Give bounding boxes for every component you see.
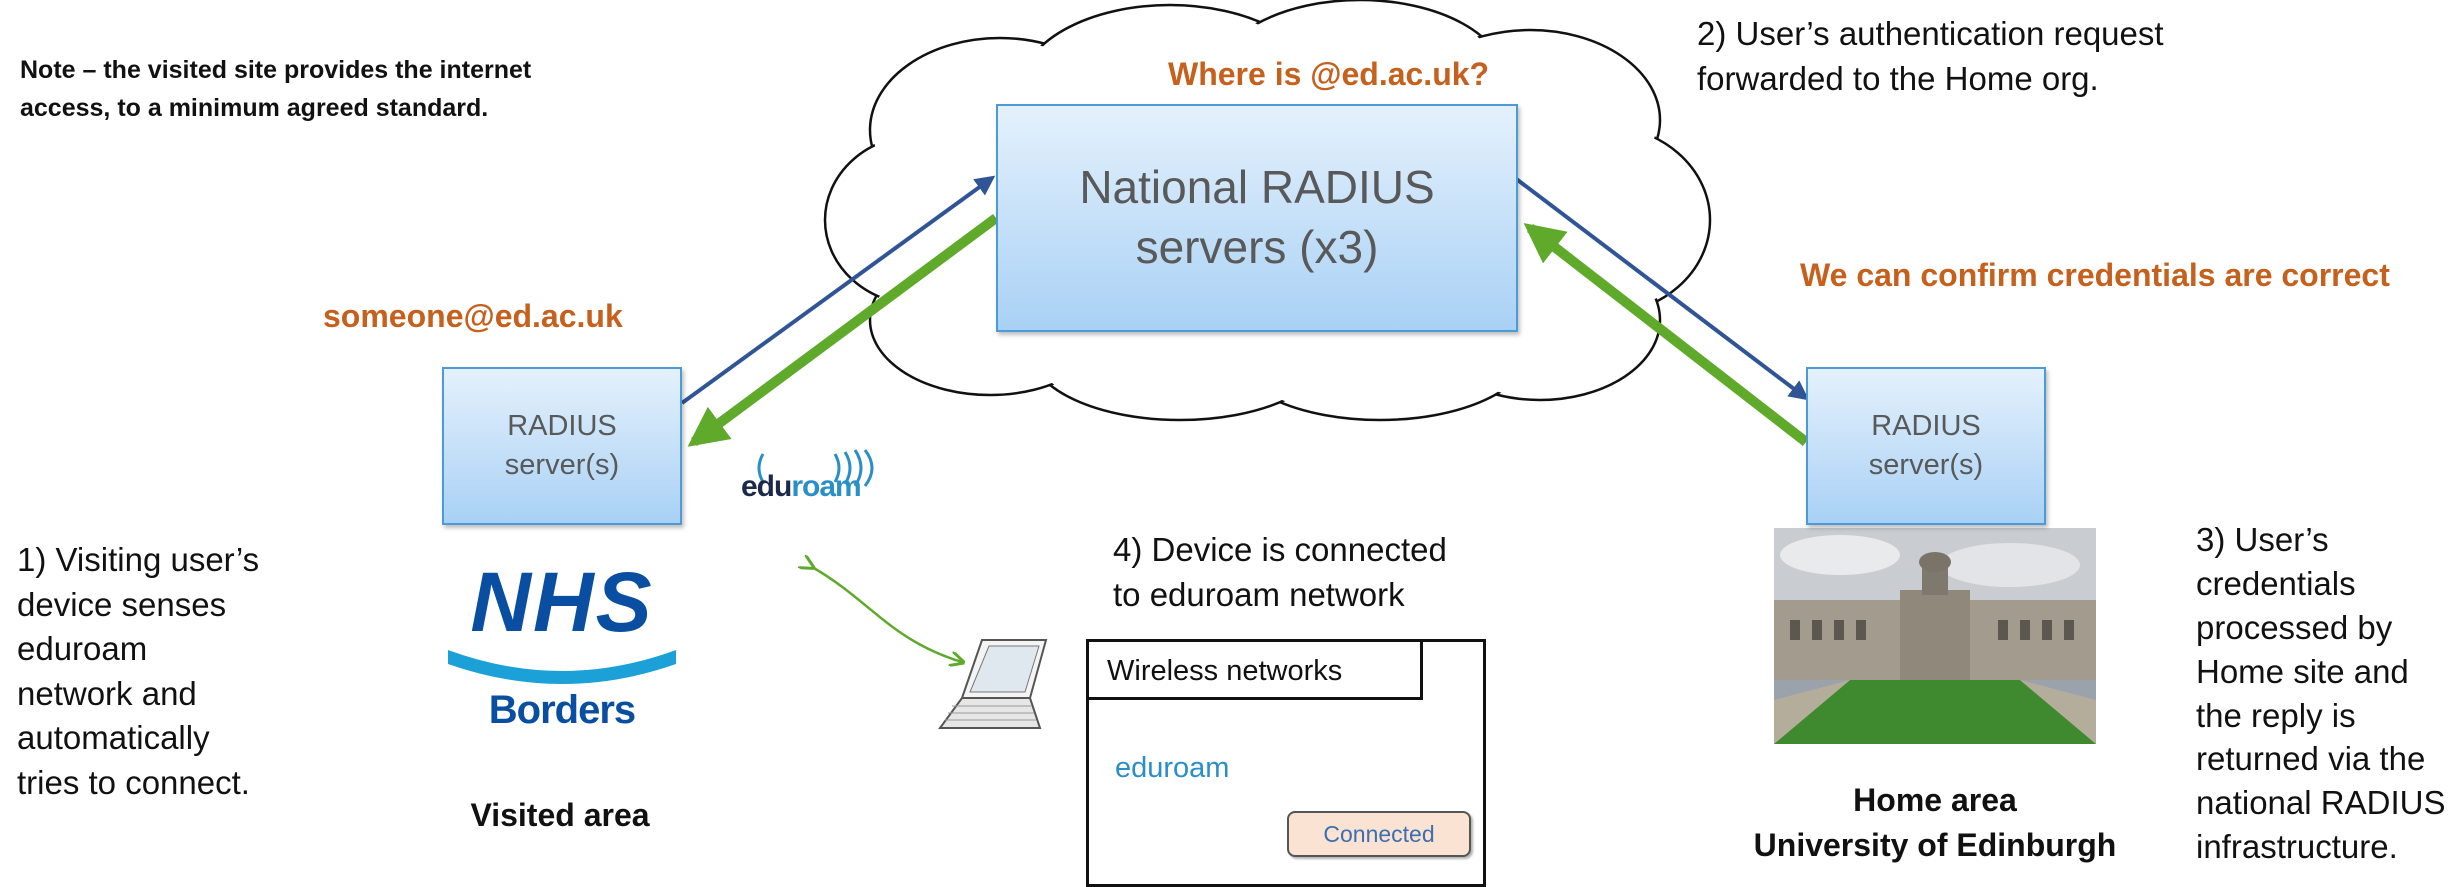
eduroam-logo-roam: roam [791, 470, 861, 503]
reply-arrow-national-to-visited [687, 213, 999, 447]
home-area-label-line-2: University of Edinburgh [1753, 826, 2117, 863]
step-3-line-3: processed by [2196, 608, 2393, 646]
visited-radius-line-1: RADIUS [507, 409, 617, 442]
credentials-confirmation: We can confirm credentials are correct [1800, 257, 2390, 293]
step-4-line-2: to eduroam network [1113, 575, 1405, 613]
step-1-line-4: network and [17, 674, 197, 712]
university-quad-photo [1774, 528, 2096, 744]
user-identity: someone@ed.ac.uk [323, 298, 623, 334]
wireless-link-arrow [812, 567, 962, 662]
step-3-line-6: returned via the [2196, 740, 2426, 778]
national-radius-line-2: servers (x3) [1135, 221, 1379, 273]
step-3-line-5: the reply is [2196, 696, 2356, 734]
step-2-line-1: 2) User’s authentication request [1697, 15, 2164, 52]
reply-arrow-home-to-national [1523, 223, 1810, 446]
step-3-line-4: Home site and [2196, 652, 2409, 690]
step-2-line-2: forwarded to the Home org. [1697, 59, 2099, 97]
request-arrow-national-to-home [1513, 176, 1810, 401]
step-1-line-6: tries to connect. [17, 763, 250, 801]
step-1-line-3: eduroam [17, 630, 148, 668]
access-note-line-1: Note – the visited site provides the int… [20, 56, 532, 84]
step-3-description: 3) User’s credentials processed by Home … [2196, 518, 2446, 869]
nhs-logo-subtext: Borders [488, 688, 636, 732]
home-radius-line-1: RADIUS [1871, 409, 1981, 442]
domain-lookup-question: Where is @ed.ac.uk? [1168, 56, 1490, 92]
home-area-label: Home area University of Edinburgh [1700, 778, 2170, 868]
home-radius-line-2: server(s) [1868, 449, 1984, 481]
eduroam-signal-arcs-icon [757, 449, 874, 487]
visited-radius-server-box: RADIUS server(s) [442, 367, 682, 525]
eduroam-logo-edu: edu [741, 470, 792, 503]
step-1-line-5: automatically [17, 719, 210, 757]
national-radius-line-1: National RADIUS [1079, 161, 1435, 214]
home-radius-server-box: RADIUS server(s) [1806, 367, 2046, 525]
visited-area-label: Visited area [470, 797, 650, 833]
connected-status-button[interactable]: Connected [1287, 811, 1471, 857]
visited-radius-line-2: server(s) [504, 449, 620, 481]
step-3-line-7: national RADIUS [2196, 784, 2446, 822]
access-note-line-2: access, to a minimum agreed standard. [20, 93, 489, 122]
access-note: Note – the visited site provides the int… [20, 52, 660, 127]
nhs-borders-logo: NHS Borders [446, 560, 678, 740]
step-2-description: 2) User’s authentication request forward… [1697, 12, 2164, 101]
home-area-label-line-1: Home area [1853, 782, 2017, 818]
request-arrow-visited-to-national [680, 175, 996, 405]
nhs-swoosh-icon [448, 650, 676, 684]
step-1-description: 1) Visiting user’s device senses eduroam… [17, 538, 317, 805]
wireless-networks-panel: Wireless networks eduroam Connected [1086, 639, 1486, 887]
step-3-line-8: infrastructure. [2196, 828, 2398, 866]
wireless-network-eduroam[interactable]: eduroam [1115, 752, 1230, 784]
laptop-icon [938, 639, 1048, 729]
national-radius-servers-box: National RADIUS servers (x3) [996, 104, 1518, 332]
step-3-line-1: 3) User’s [2196, 521, 2329, 558]
wireless-networks-header: Wireless networks [1089, 642, 1423, 700]
step-4-description: 4) Device is connected to eduroam networ… [1113, 528, 1447, 617]
nhs-logo-text: NHS [470, 555, 654, 649]
step-1-line-2: device senses [17, 585, 227, 623]
eduroam-logo: eduroam [735, 448, 880, 508]
step-1-line-1: 1) Visiting user’s [17, 541, 260, 578]
step-3-line-2: credentials [2196, 564, 2356, 602]
step-4-line-1: 4) Device is connected [1113, 531, 1447, 568]
